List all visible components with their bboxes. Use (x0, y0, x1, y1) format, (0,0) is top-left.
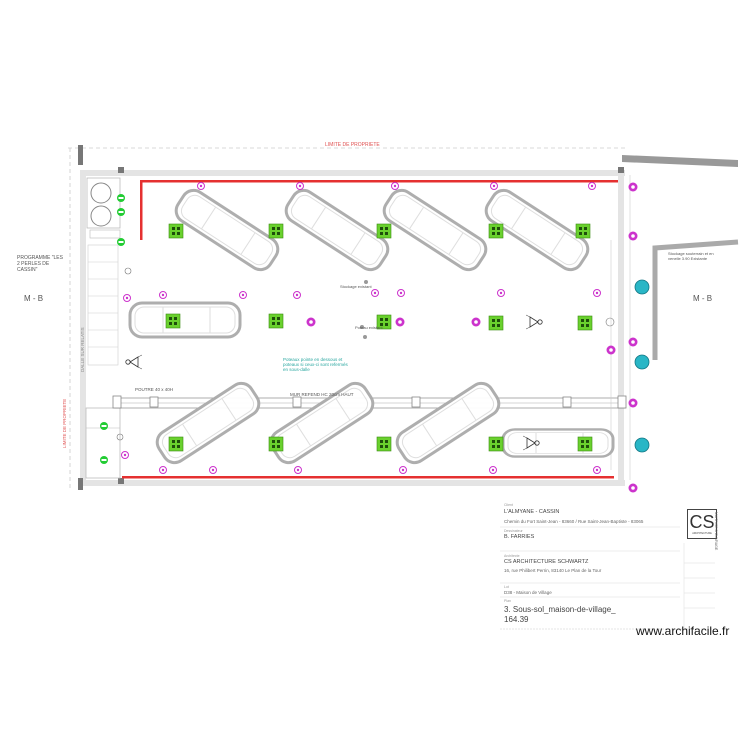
client-caption: Client (504, 503, 513, 507)
client-name: L'ALMYANE - CASSIN (504, 509, 560, 515)
note-hotel: Poteaux pointe en dessous et poteaux si … (283, 357, 348, 373)
architect-logo: CS ARCHITECTURE (687, 509, 717, 539)
client-address: Chemin du Fort Saint-Jean - 83660 / Rue … (504, 519, 644, 524)
mur-label: MUR REFEND HC 20cm HAUT (290, 392, 354, 397)
logo-subtitle: ARCHITECTURE (692, 532, 712, 535)
architect-address: 16, rue Philibert Perrin, 83140 Le Plan … (504, 568, 602, 573)
dalle-label: DALLE SUR RELATIS (80, 327, 85, 372)
plan-name: 3. Sous-sol_maison-de-village_ (504, 605, 616, 614)
section-right-label: M - B (693, 294, 713, 303)
lot-caption: Lot (504, 585, 509, 589)
title-block: Client L'ALMYANE - CASSIN Chemin du Fort… (500, 503, 718, 631)
poutre-label: POUTRE 40 x 40H (135, 387, 174, 392)
architect-caption: Architecte (504, 554, 520, 558)
plan-number: 164.39 (504, 615, 529, 624)
limit-left-label: LIMITE DE PROPRIETE (62, 398, 67, 448)
limit-top-label: LIMITE DE PROPRIETE (325, 142, 380, 148)
drawer-name: B. FARRIES (504, 534, 535, 540)
watermark: www.archifacile.fr (636, 624, 730, 638)
lot-name: D38 - Maison de Village (504, 590, 552, 595)
plan-caption: Plan (504, 599, 512, 603)
note-center-b: Stockage existant (340, 284, 372, 289)
note-center-a: Poteau existant (355, 325, 383, 330)
architect-name: CS ARCHITECTURE SCHWARTZ (504, 559, 589, 565)
drawer-caption: Dessinateur (504, 529, 523, 533)
note-right: Stockage souterrain et en venelle 3.90 E… (668, 251, 714, 261)
ventilation-fans (634, 279, 650, 453)
section-left-label: M - B (24, 294, 44, 303)
detectors (100, 194, 125, 464)
title-block-lines (500, 526, 715, 630)
logo-vertical-text: MAITRISE D'OUVRAGE (714, 512, 718, 551)
logo-letters: CS (689, 512, 715, 532)
programme-label: PROGRAMME "LES 2 PERLES DE CASSIN" (17, 255, 63, 273)
